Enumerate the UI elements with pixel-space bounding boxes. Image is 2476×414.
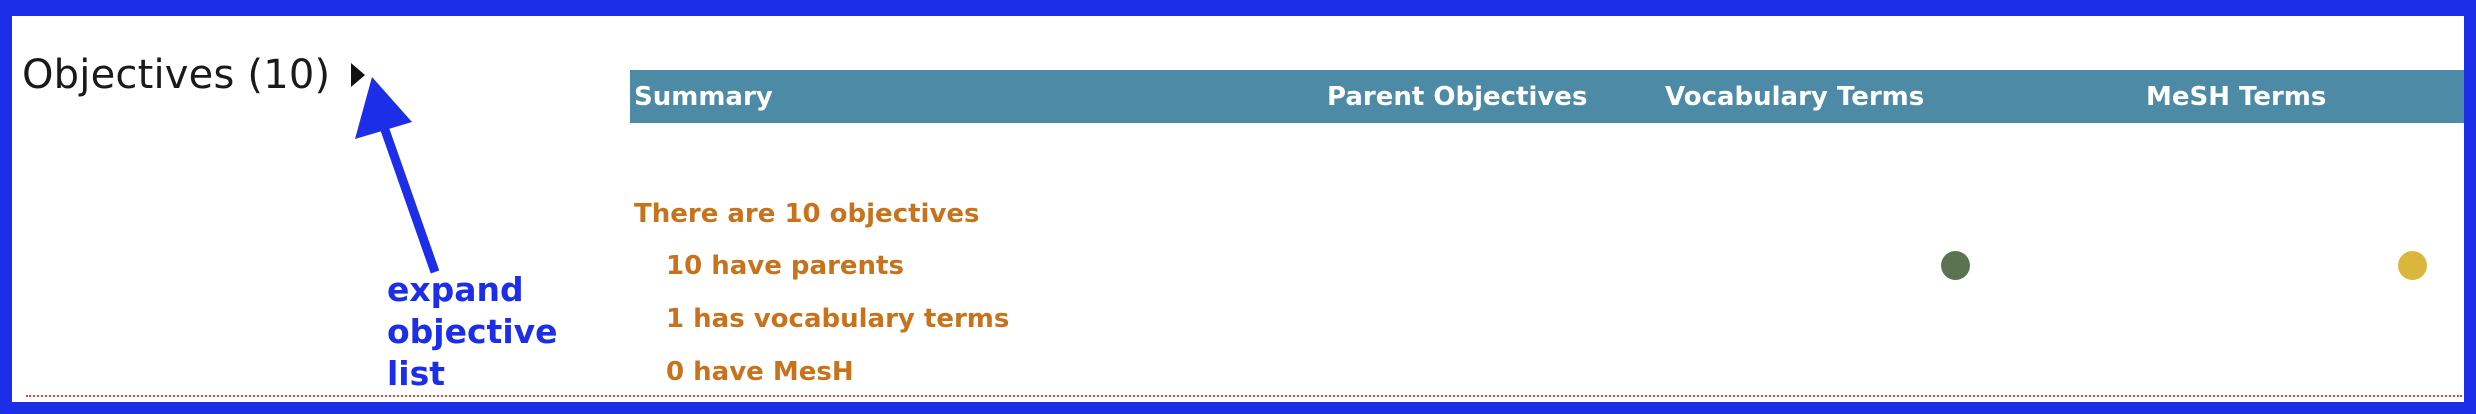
column-header-vocabulary-terms: Vocabulary Terms [1665,82,1925,112]
summary-vocabulary: 1 has vocabulary terms [666,304,1010,334]
caret-right-icon[interactable] [348,60,368,90]
summary-total: There are 10 objectives [634,199,980,229]
annotation-arrow-icon [355,77,440,274]
summary-parents: 10 have parents [666,251,904,281]
objectives-title: Objectives (10) [22,52,331,98]
annotation-label: expand objective list [387,269,558,395]
annotation-line: expand [387,270,524,309]
panel-top-border [12,12,2464,16]
objectives-header[interactable]: Objectives (10) [22,52,368,98]
table-header: Summary Parent Objectives Vocabulary Ter… [630,70,2464,123]
objectives-summary-table: Summary Parent Objectives Vocabulary Ter… [630,70,2464,387]
parent-status-icon [1941,251,1970,280]
column-header-mesh-terms: MeSH Terms [2146,82,2327,112]
panel-divider [26,395,2462,397]
summary-mesh: 0 have MesH [666,357,854,387]
vocabulary-status-icon [2398,251,2427,280]
annotation-line: objective [387,312,558,351]
annotation-line: list [387,354,446,393]
column-header-summary: Summary [634,82,773,112]
column-header-parent-objectives: Parent Objectives [1327,82,1588,112]
